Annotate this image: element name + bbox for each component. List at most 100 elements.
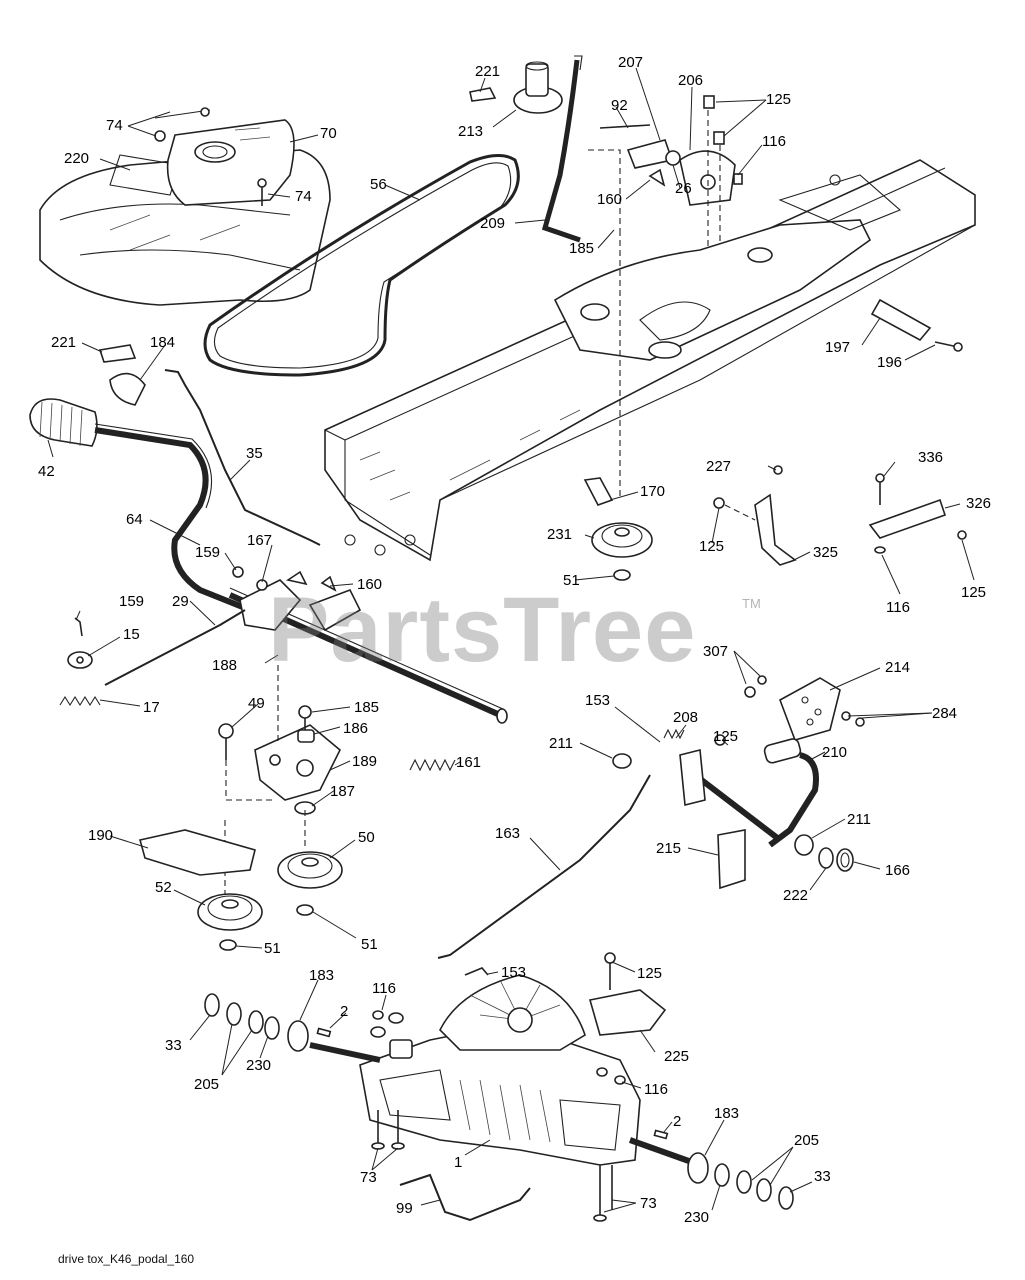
pedal-rod <box>94 423 252 613</box>
callout-189: 189 <box>352 753 377 770</box>
callout-221: 221 <box>51 334 76 351</box>
callout-92: 92 <box>611 97 628 114</box>
callout-160: 160 <box>597 191 622 208</box>
callout-15: 15 <box>123 626 140 643</box>
callout-225: 225 <box>664 1048 689 1065</box>
callout-187: 187 <box>330 783 355 800</box>
callout-183: 183 <box>309 967 334 984</box>
bushing-211-left <box>612 753 632 769</box>
callout-220: 220 <box>64 150 89 167</box>
callout-210: 210 <box>822 744 847 761</box>
rod-35 <box>164 369 321 546</box>
clip-221-left <box>98 344 137 363</box>
callout-284: 284 <box>932 705 957 722</box>
idler-arm <box>254 724 341 801</box>
callout-51: 51 <box>361 936 378 953</box>
callout-215: 215 <box>656 840 681 857</box>
callout-213: 213 <box>458 123 483 140</box>
callout-73: 73 <box>640 1195 657 1212</box>
callout-50: 50 <box>358 829 375 846</box>
callout-116: 116 <box>372 980 396 997</box>
key-2-right <box>653 1129 669 1140</box>
callout-116: 116 <box>762 133 786 150</box>
bracket-170 <box>583 477 614 506</box>
brake-plate <box>744 675 865 741</box>
pulley-231 <box>591 522 653 558</box>
callout-42: 42 <box>38 463 55 480</box>
callout-153: 153 <box>501 964 526 981</box>
callout-185: 185 <box>354 699 379 716</box>
callout-230: 230 <box>246 1057 271 1074</box>
callout-230: 230 <box>684 1209 709 1226</box>
spring-208 <box>663 728 685 740</box>
lift-lever <box>541 55 583 243</box>
pulley-52 <box>197 893 263 931</box>
callout-125: 125 <box>961 584 986 601</box>
callout-196: 196 <box>877 354 902 371</box>
rod-99 <box>399 1173 531 1222</box>
callout-73: 73 <box>360 1169 377 1186</box>
callout-325: 325 <box>813 544 838 561</box>
axle-right <box>628 1137 709 1184</box>
nut-51-mid <box>296 904 314 916</box>
callout-125: 125 <box>713 728 738 745</box>
callout-231: 231 <box>547 526 572 543</box>
callout-190: 190 <box>88 827 113 844</box>
pedal-grip <box>29 398 98 447</box>
callout-1: 1 <box>454 1154 462 1171</box>
callout-183: 183 <box>714 1105 739 1122</box>
callout-185: 185 <box>569 240 594 257</box>
callout-167: 167 <box>247 532 272 549</box>
clip-153 <box>464 967 489 976</box>
brake-rod <box>437 774 651 959</box>
bolts-73-left <box>371 1110 405 1150</box>
clip-221-top <box>469 87 497 102</box>
callout-26: 26 <box>675 180 692 197</box>
callout-159: 159 <box>119 593 144 610</box>
callout-206: 206 <box>678 72 703 89</box>
callout-326: 326 <box>966 495 991 512</box>
drive-belt <box>203 154 520 377</box>
callout-29: 29 <box>172 593 189 610</box>
washer-222 <box>818 847 834 869</box>
key-2-left <box>316 1027 332 1038</box>
callout-74: 74 <box>295 188 312 205</box>
bolt-185 <box>298 705 312 735</box>
callout-208: 208 <box>673 709 698 726</box>
callout-70: 70 <box>320 125 337 142</box>
callout-211: 211 <box>847 811 871 828</box>
callout-125: 125 <box>637 965 662 982</box>
callout-2: 2 <box>673 1113 681 1130</box>
callout-116: 116 <box>644 1081 668 1098</box>
callout-207: 207 <box>618 54 643 71</box>
screw-74 <box>257 178 267 206</box>
callout-166: 166 <box>885 862 910 879</box>
dash-209 <box>588 149 621 230</box>
bolt-74-top <box>154 107 211 142</box>
callout-2: 2 <box>340 1003 348 1020</box>
callout-307: 307 <box>703 643 728 660</box>
bolt-49 <box>218 723 234 760</box>
callout-35: 35 <box>246 445 263 462</box>
dash-49 <box>225 760 275 801</box>
callout-209: 209 <box>480 215 505 232</box>
callout-336: 336 <box>918 449 943 466</box>
dash-325 <box>724 504 756 521</box>
washers-left <box>204 993 280 1040</box>
watermark-text: PartsTree <box>268 579 697 681</box>
brake-pedal <box>679 734 819 848</box>
dash-panel <box>166 119 295 206</box>
transaxle <box>359 974 641 1166</box>
callout-51: 51 <box>563 572 580 589</box>
callout-116: 116 <box>886 599 910 616</box>
callout-211: 211 <box>549 735 573 752</box>
bracket-215 <box>717 829 746 890</box>
callout-205: 205 <box>194 1076 219 1093</box>
callout-51: 51 <box>264 940 281 957</box>
diagram-footer-label: drive tox_K46_podal_160 <box>58 1252 195 1266</box>
callout-227: 227 <box>706 458 731 475</box>
spring-17 <box>59 695 101 707</box>
callout-184: 184 <box>150 334 175 351</box>
callout-186: 186 <box>343 720 368 737</box>
leader-lines <box>47 67 975 1213</box>
